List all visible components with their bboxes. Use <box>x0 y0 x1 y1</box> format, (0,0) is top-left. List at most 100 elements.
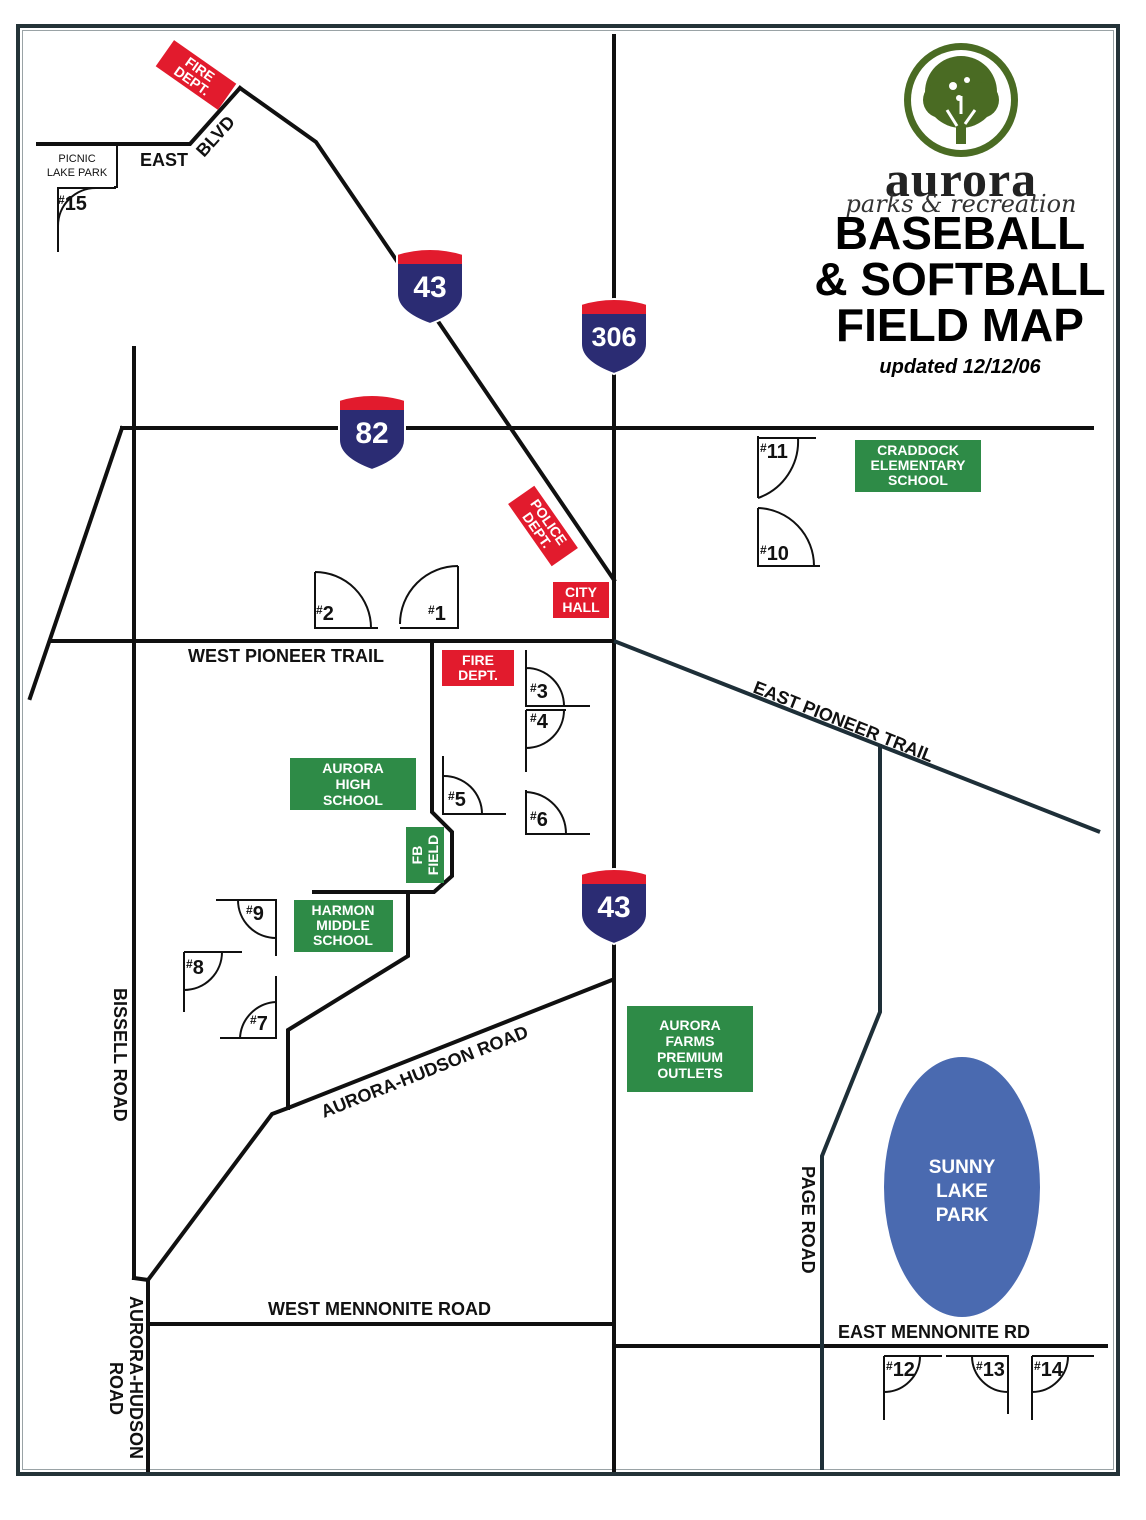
field-11-diamond <box>757 436 816 499</box>
road-aurora-hudson <box>145 977 615 1283</box>
svg-text:43: 43 <box>413 271 446 304</box>
field-14-diamond <box>1031 1355 1094 1420</box>
road-label-west-pioneer-trail: WEST PIONEER TRAIL <box>188 646 384 666</box>
field-6-label: #6 <box>530 809 548 831</box>
tree-logo-icon <box>904 43 1018 157</box>
svg-text:SUNNY: SUNNY <box>929 1157 996 1178</box>
logo-wordmark: aurora <box>884 151 1038 207</box>
field-7-diamond <box>220 976 277 1039</box>
field-6-diamond <box>525 790 590 835</box>
svg-text:FARMS: FARMS <box>666 1033 715 1049</box>
picnic-lake-park-box: PICNIC LAKE PARK <box>38 146 116 186</box>
svg-text:PREMIUM: PREMIUM <box>657 1049 723 1065</box>
sunny-lake-park: SUNNY LAKE PARK <box>884 1057 1040 1317</box>
field-13-diamond <box>946 1355 1009 1414</box>
svg-text:82: 82 <box>355 417 388 450</box>
road-bissell-jog <box>131 1275 151 1283</box>
svg-text:FIRE: FIRE <box>462 652 494 668</box>
road-east-blvd <box>36 85 243 146</box>
road-label-west-mennonite-road: WEST MENNONITE ROAD <box>268 1299 491 1319</box>
road-label-page-road: PAGE ROAD <box>798 1166 818 1274</box>
field-3-diamond <box>525 650 590 707</box>
map-inner-frame <box>22 30 1114 1470</box>
picnic-label-2: LAKE PARK <box>47 167 108 179</box>
svg-text:SCHOOL: SCHOOL <box>888 472 948 488</box>
field-12-diamond <box>883 1355 942 1420</box>
svg-text:CITY: CITY <box>565 584 598 600</box>
field-1-label: #1 <box>428 603 446 625</box>
field-15-label: #15 <box>58 193 87 215</box>
picnic-label-1: PICNIC <box>58 153 95 165</box>
svg-text:CRADDOCK: CRADDOCK <box>877 442 959 458</box>
map-title: BASEBALL & SOFTBALL FIELD MAP <box>800 210 1120 348</box>
title-line-3: FIELD MAP <box>836 299 1084 351</box>
logo-tagline: parks & recreation <box>845 190 1077 218</box>
field-4-label: #4 <box>530 711 549 733</box>
road-harmon-access <box>286 894 410 1110</box>
svg-text:AURORA: AURORA <box>659 1017 720 1033</box>
svg-text:SCHOOL: SCHOOL <box>313 932 373 948</box>
svg-text:HIGH: HIGH <box>336 776 371 792</box>
interstate-82-shield: 82 <box>338 394 406 471</box>
road-label-east-mennonite-rd: EAST MENNONITE RD <box>838 1322 1030 1342</box>
svg-text:LAKE: LAKE <box>936 1181 988 1202</box>
svg-text:AURORA: AURORA <box>322 760 383 776</box>
fb-field: FB FIELD <box>406 827 444 883</box>
svg-text:DEPT.: DEPT. <box>458 667 498 683</box>
road-label-aurora-hudson-road: AURORA-HUDSON ROAD <box>318 1022 531 1122</box>
field-10-diamond <box>757 507 820 567</box>
field-10-label: #10 <box>760 543 789 565</box>
road-i43-north <box>237 85 617 583</box>
field-5-diamond <box>442 756 506 815</box>
field-1-diamond <box>399 565 459 629</box>
craddock-elementary-school: CRADDOCK ELEMENTARY SCHOOL <box>855 440 981 492</box>
field-12-label: #12 <box>886 1359 915 1381</box>
field-7-label: #7 <box>250 1013 268 1035</box>
field-8-diamond <box>183 951 242 1012</box>
fire-dept-north: FIRE DEPT. <box>155 40 237 110</box>
road-label-aurora-hudson-vertical-1: AURORA-HUDSON <box>126 1296 146 1459</box>
road-label-east-pioneer-trail: EAST PIONEER TRAIL <box>751 677 937 766</box>
svg-text:OUTLETS: OUTLETS <box>657 1065 722 1081</box>
road-label-east: EAST <box>140 150 188 170</box>
road-label-aurora-hudson-vertical-2: ROAD <box>106 1362 126 1415</box>
svg-text:ELEMENTARY: ELEMENTARY <box>871 457 967 473</box>
field-11-label: #11 <box>760 441 788 463</box>
fire-dept-south: FIRE DEPT. <box>442 650 514 686</box>
svg-text:43: 43 <box>597 891 630 924</box>
roads <box>27 34 1108 1472</box>
title-line-2: & SOFTBALL <box>814 253 1106 305</box>
field-15-diamond <box>57 187 116 252</box>
field-4-diamond <box>525 709 566 772</box>
interstate-306-shield: 306 <box>580 298 648 375</box>
map-outer-frame <box>16 24 1120 1476</box>
field-14-label: #14 <box>1034 1359 1064 1381</box>
field-2-label: #2 <box>316 603 334 625</box>
interstate-43-north-shield: 43 <box>396 248 464 325</box>
svg-text:MIDDLE: MIDDLE <box>316 917 370 933</box>
field-9-label: #9 <box>246 903 264 925</box>
field-8-label: #8 <box>186 957 204 979</box>
field-9-diamond <box>216 899 277 956</box>
field-13-label: #13 <box>976 1359 1005 1381</box>
field-2-diamond <box>314 571 378 629</box>
road-east-pioneer-trail <box>613 639 1101 834</box>
police-dept: POLICE DEPT. <box>508 485 578 567</box>
svg-text:HARMON: HARMON <box>312 902 375 918</box>
aurora-farms-premium-outlets: AURORA FARMS PREMIUM OUTLETS <box>627 1006 753 1092</box>
title-line-1: BASEBALL <box>834 207 1086 259</box>
updated-date: updated 12/12/06 <box>879 356 1041 378</box>
svg-text:FB: FB <box>409 846 425 865</box>
road-label-bissell-road: BISSELL ROAD <box>110 988 130 1122</box>
interstate-43-south-shield: 43 <box>580 868 648 945</box>
svg-text:306: 306 <box>591 322 636 352</box>
road-left-diagonal <box>27 425 125 701</box>
svg-text:SCHOOL: SCHOOL <box>323 792 383 808</box>
road-page <box>820 744 882 1470</box>
aurora-high-school: AURORA HIGH SCHOOL <box>290 758 416 810</box>
harmon-middle-school: HARMON MIDDLE SCHOOL <box>294 900 393 952</box>
svg-text:HALL: HALL <box>562 599 600 615</box>
ball-fields <box>57 187 1094 1420</box>
field-5-label: #5 <box>448 789 466 811</box>
